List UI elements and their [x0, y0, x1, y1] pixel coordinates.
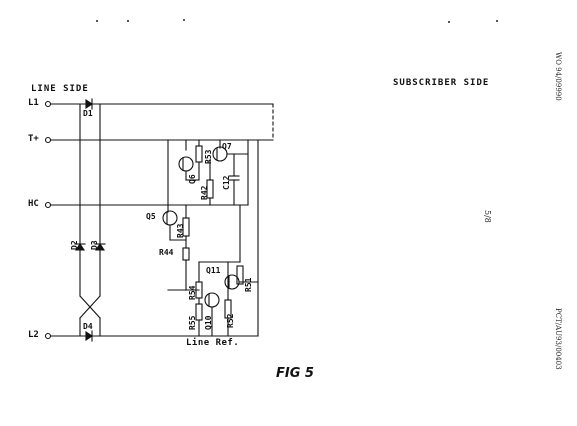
r44-label: R44	[159, 248, 174, 257]
terminal-t-plus-label: T+	[28, 134, 39, 144]
d1-label: D1	[83, 109, 93, 118]
d2-label: D2	[70, 240, 79, 250]
d3-symbol	[94, 243, 106, 251]
r44-symbol	[182, 247, 190, 261]
d4-symbol	[85, 330, 93, 342]
r51-label: R51	[244, 277, 253, 292]
scan-speck	[448, 21, 450, 23]
r52-label: R52	[226, 313, 235, 328]
line-reference-label: Line Ref.	[186, 338, 240, 348]
r53-label: R53	[204, 149, 213, 164]
line-side-heading: LINE SIDE	[31, 84, 89, 94]
terminal-l2-node	[44, 332, 52, 340]
scan-speck	[183, 19, 185, 21]
d3-label: D3	[90, 240, 99, 250]
terminal-l1-node	[44, 100, 52, 108]
d2-symbol	[74, 243, 86, 251]
terminal-hc-label: HC	[28, 199, 39, 209]
terminal-hc-node	[44, 201, 52, 209]
r55-label: R55	[188, 315, 197, 330]
d4-label: D4	[83, 322, 93, 331]
r42-label: R42	[200, 185, 209, 200]
bridge-cross-b	[79, 295, 101, 319]
q11-label: Q11	[206, 266, 221, 275]
scan-speck	[96, 20, 98, 22]
q10-symbol	[204, 292, 220, 308]
q6-label: Q6	[188, 174, 197, 184]
r53-symbol	[195, 145, 203, 163]
subscriber-side-heading: SUBSCRIBER SIDE	[393, 78, 490, 88]
q10-label: Q10	[204, 315, 213, 330]
terminal-l2-label: L2	[28, 330, 39, 340]
scan-speck	[496, 20, 498, 22]
q7-label: Q7	[222, 142, 232, 151]
figure-caption: FIG 5	[276, 366, 314, 381]
application-number: PCT/AU93/00403	[554, 308, 562, 370]
terminal-l1-label: L1	[28, 98, 39, 108]
c12-label: C12	[222, 175, 231, 190]
publication-number: WO 94/09990	[554, 52, 562, 101]
terminal-t-plus-node	[44, 136, 52, 144]
r54-label: R54	[188, 285, 197, 300]
r43-label: R43	[176, 223, 185, 238]
d1-symbol	[85, 98, 93, 110]
q5-symbol	[162, 210, 178, 226]
r51-symbol	[236, 265, 244, 285]
page-number: 5/8	[483, 210, 492, 223]
q6-symbol	[178, 156, 194, 172]
q5-label: Q5	[146, 212, 156, 221]
scan-speck	[127, 20, 129, 22]
